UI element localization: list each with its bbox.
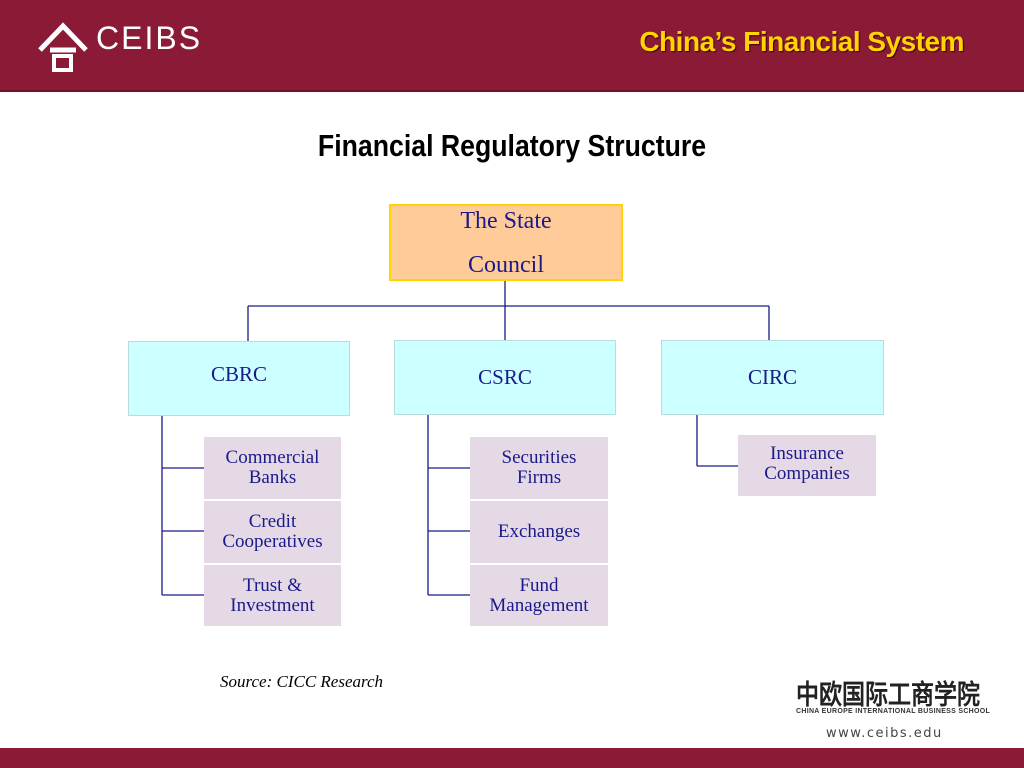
leaf-node-credit-cooperatives: Credit Cooperatives <box>204 501 341 563</box>
slide-title: China’s Financial System <box>639 26 964 57</box>
leaf-label: Insurance Companies <box>764 443 850 484</box>
root-line-1: The State <box>460 207 552 234</box>
leaf-label: Securities Firms <box>501 447 577 488</box>
root-node-state-council: The State Council <box>389 204 623 281</box>
ceibs-url: www.ceibs.edu <box>826 726 943 741</box>
regulator-label: CBRC <box>210 362 268 386</box>
leaf-label: Credit Cooperatives <box>222 511 323 552</box>
regulator-node-circ: CIRC <box>661 340 884 415</box>
ceibs-chinese-name: 中欧国际工商学院 <box>796 679 980 711</box>
leaf-label: Exchanges <box>497 521 581 542</box>
ceibs-logo-icon <box>38 22 88 72</box>
footer-bar <box>0 748 1024 768</box>
leaf-node-insurance-companies: Insurance Companies <box>738 435 876 496</box>
ceibs-english-name: CHINA EUROPE INTERNATIONAL BUSINESS SCHO… <box>796 708 991 715</box>
regulator-node-csrc: CSRC <box>394 340 616 415</box>
leaf-label: Trust & Investment <box>230 574 315 616</box>
leaf-label: Fund Management <box>489 574 589 616</box>
leaf-node-commercial-banks: Commercial Banks <box>204 437 341 499</box>
leaf-node-fund-management: Fund Management <box>470 565 608 626</box>
regulator-label: CSRC <box>478 365 532 389</box>
source-note: Source: CICC Research <box>220 672 384 691</box>
ceibs-logo-text: CEIBS <box>96 20 203 56</box>
leaf-node-exchanges: Exchanges <box>470 501 608 563</box>
regulator-node-cbrc: CBRC <box>128 341 350 416</box>
diagram-title: Financial Regulatory Structure <box>317 128 707 163</box>
ceibs-chinese-logo: 中欧国际工商学院 <box>796 679 980 711</box>
header-bar: CEIBS China’s Financial System <box>0 0 1024 92</box>
root-line-2: Council <box>468 251 544 278</box>
leaf-label: Commercial Banks <box>225 447 320 488</box>
leaf-node-trust-investment: Trust & Investment <box>204 565 341 626</box>
leaf-node-securities-firms: Securities Firms <box>470 437 608 499</box>
regulator-label: CIRC <box>747 365 797 389</box>
